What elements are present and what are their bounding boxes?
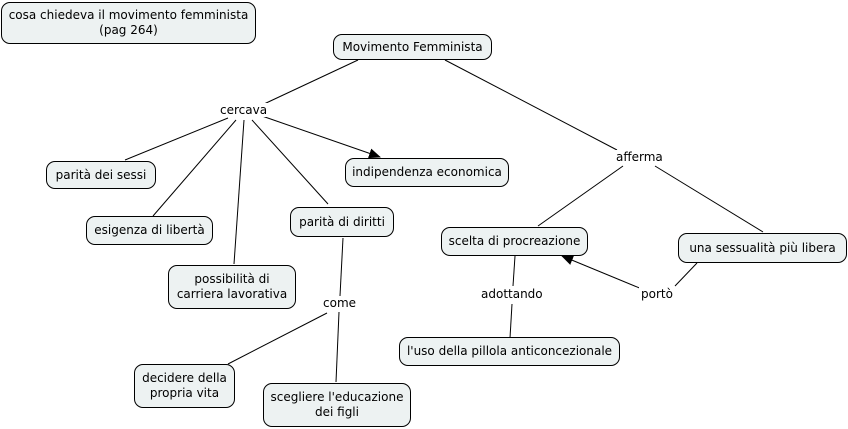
- node-movimento-femminista[interactable]: Movimento Femminista: [333, 34, 492, 60]
- node-parita-dei-sessi[interactable]: parità dei sessi: [46, 161, 156, 189]
- node-possibilita-di-carriera[interactable]: possibilità di carriera lavorativa: [168, 265, 296, 309]
- node-parita-di-diritti[interactable]: parità di diritti: [290, 207, 394, 237]
- link-label-porto: portò: [639, 287, 675, 301]
- node-scelta-di-procreazione[interactable]: scelta di procreazione: [441, 227, 588, 256]
- node-pillola-anticoncezionale[interactable]: l'uso della pillola anticoncezionale: [399, 337, 620, 366]
- node-indipendenza-economica[interactable]: indipendenza economica: [345, 158, 509, 187]
- link-label-come: come: [321, 296, 359, 310]
- node-decidere-della-propria-vita[interactable]: decidere della propria vita: [134, 364, 235, 408]
- node-scegliere-educazione-figli[interactable]: scegliere l'educazione dei figli: [263, 383, 411, 427]
- link-label-afferma: afferma: [614, 150, 665, 164]
- node-esigenza-di-liberta[interactable]: esigenza di libertà: [86, 216, 213, 245]
- link-label-cercava: cercava: [218, 103, 270, 117]
- link-label-adottando: adottando: [479, 287, 545, 301]
- node-sessualita-piu-libera[interactable]: una sessualità più libera: [678, 233, 847, 263]
- note-box[interactable]: cosa chiedeva il movimento femminista (p…: [1, 2, 256, 44]
